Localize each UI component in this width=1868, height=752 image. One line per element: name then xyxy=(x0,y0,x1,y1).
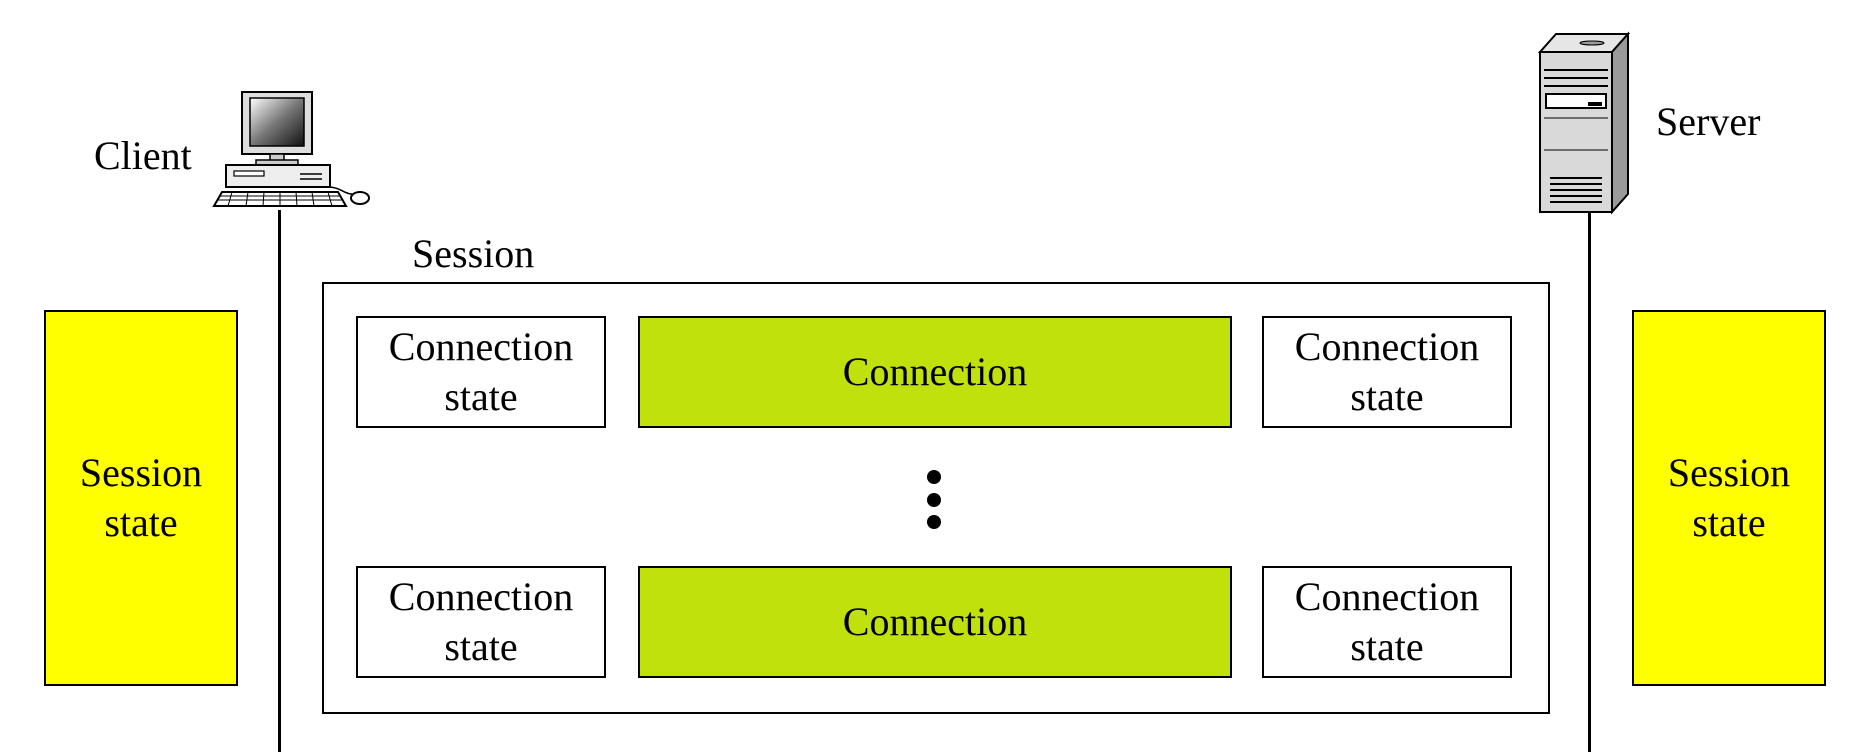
connection-1: Connection xyxy=(638,316,1232,428)
server-label: Server xyxy=(1656,99,1761,144)
connection-state-line2: state xyxy=(444,624,518,669)
client-label: Client xyxy=(94,133,192,178)
connection-state-line1: Connection xyxy=(1294,574,1480,619)
connection-state-line2: state xyxy=(1350,374,1424,419)
connection-state-client-2: Connection state xyxy=(356,566,606,678)
server-timeline xyxy=(1588,212,1591,752)
connection-state-line2: state xyxy=(444,374,518,419)
client-timeline xyxy=(278,210,281,752)
connection-state-server-2: Connection state xyxy=(1262,566,1512,678)
session-state-right-line1: Session xyxy=(1667,450,1791,495)
ellipsis-dot xyxy=(927,470,941,484)
session-state-right-line2: state xyxy=(1692,500,1766,545)
session-box xyxy=(322,282,1550,714)
connection-state-line1: Connection xyxy=(388,324,574,369)
connection-state-line1: Connection xyxy=(388,574,574,619)
ellipsis-dot xyxy=(927,493,941,507)
tower-server-icon xyxy=(1537,31,1631,215)
session-state-left: Session state xyxy=(44,310,238,686)
connection-state-server-1: Connection state xyxy=(1262,316,1512,428)
connection-state-line1: Connection xyxy=(1294,324,1480,369)
ellipsis-dot xyxy=(927,515,941,529)
session-state-right: Session state xyxy=(1632,310,1826,686)
session-state-left-line1: Session xyxy=(79,450,203,495)
connection-state-line2: state xyxy=(1350,624,1424,669)
session-label: Session xyxy=(412,231,535,276)
desktop-computer-icon xyxy=(212,91,370,207)
connection-2: Connection xyxy=(638,566,1232,678)
connection-label: Connection xyxy=(842,349,1028,394)
connection-state-client-1: Connection state xyxy=(356,316,606,428)
session-state-left-line2: state xyxy=(104,500,178,545)
connection-label: Connection xyxy=(842,599,1028,644)
